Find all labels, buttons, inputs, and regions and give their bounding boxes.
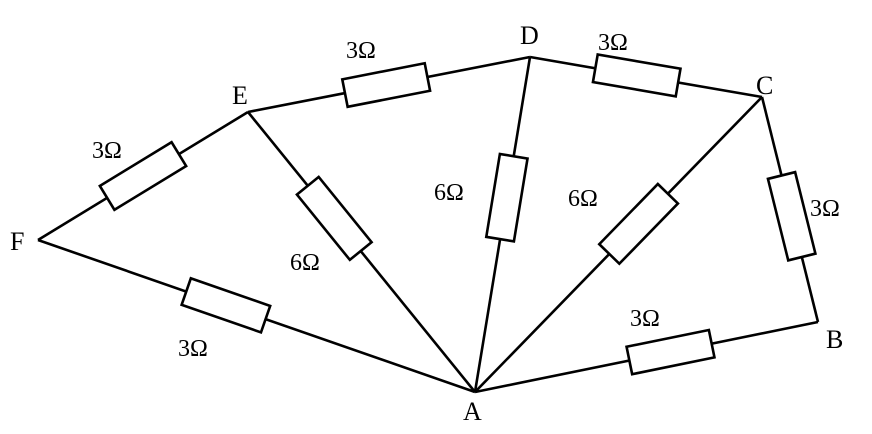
resistor-ed — [340, 61, 432, 109]
resistor-ea — [295, 175, 374, 262]
node-label-c: C — [756, 71, 773, 100]
node-label-d: D — [520, 21, 539, 50]
resistor-label-ca: 6Ω — [568, 186, 598, 212]
node-label-a: A — [463, 397, 482, 426]
resistor-label-da: 6Ω — [434, 180, 464, 206]
resistor-fa — [179, 276, 272, 335]
resistor-fe — [98, 140, 188, 212]
node-label-b: B — [826, 325, 843, 354]
resistor-label-cb: 3Ω — [810, 196, 840, 222]
node-label-f: F — [10, 227, 24, 256]
resistor-label-ab: 3Ω — [630, 306, 660, 332]
resistors — [98, 52, 817, 376]
resistor-label-dc: 3Ω — [598, 30, 628, 56]
resistor-ab — [625, 328, 716, 376]
resistor-label-fa: 3Ω — [178, 336, 208, 362]
resistor-ca — [597, 182, 680, 266]
resistor-label-ed: 3Ω — [346, 38, 376, 64]
resistor-da — [484, 152, 530, 243]
node-label-e: E — [232, 81, 248, 110]
resistor-label-fe: 3Ω — [92, 138, 122, 164]
resistor-cb — [766, 170, 817, 262]
resistor-label-ea: 6Ω — [290, 250, 320, 276]
resistor-dc — [591, 52, 682, 98]
